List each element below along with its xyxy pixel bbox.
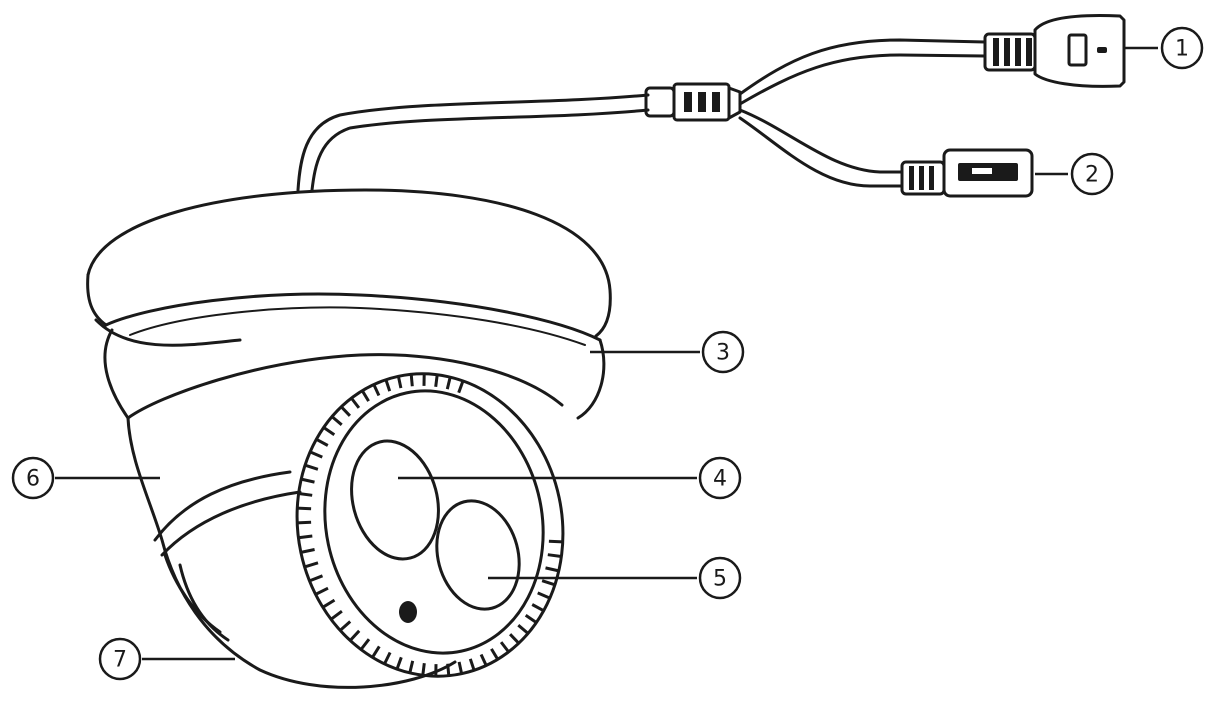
callout-7: 7 xyxy=(98,637,235,681)
serration-notch xyxy=(531,603,545,613)
serration-notch xyxy=(339,620,352,632)
serration-notch xyxy=(309,450,323,459)
serration-notch xyxy=(297,520,312,525)
cable-splitter xyxy=(644,82,742,122)
ir-sensor-dot xyxy=(399,601,417,623)
serration-notch xyxy=(457,380,465,394)
dome-housing xyxy=(86,188,612,420)
serration-notch xyxy=(547,553,562,558)
callout-3-label: 3 xyxy=(716,341,730,366)
serration-notch xyxy=(517,624,529,635)
lens-ring-serrations xyxy=(297,373,563,677)
serration-notch xyxy=(349,629,361,642)
serration-notch xyxy=(359,638,371,651)
serration-notch xyxy=(361,389,370,402)
serration-notch xyxy=(383,651,392,665)
callout-6-label: 6 xyxy=(26,467,40,492)
lens-window-lower xyxy=(435,499,521,611)
callout-7-label: 7 xyxy=(113,648,127,673)
serration-notch xyxy=(322,598,336,609)
serration-notch xyxy=(308,574,324,583)
serration-notch xyxy=(409,374,414,387)
serration-notch xyxy=(445,376,452,390)
serration-notch xyxy=(304,463,319,471)
serration-notch xyxy=(300,548,315,554)
lens-window-upper xyxy=(350,439,440,561)
serration-notch xyxy=(509,633,520,645)
serration-notch xyxy=(298,492,313,497)
network-connector xyxy=(983,14,1126,88)
serration-notch xyxy=(384,379,392,392)
callout-3: 3 xyxy=(590,330,745,374)
serration-notch xyxy=(490,648,499,661)
power-connector xyxy=(900,148,1034,198)
callout-1: 1 xyxy=(1124,26,1204,70)
serration-notch xyxy=(315,437,329,447)
serration-notch xyxy=(330,609,343,621)
serration-notch xyxy=(396,375,403,389)
serration-notch xyxy=(350,397,361,409)
serration-notch xyxy=(300,477,315,484)
camera-ball xyxy=(126,353,564,689)
serration-notch xyxy=(548,539,563,544)
branch-cables xyxy=(738,38,987,188)
serration-notch xyxy=(304,561,319,569)
serration-notch xyxy=(537,591,551,600)
serration-notch xyxy=(434,374,439,387)
serration-notch xyxy=(331,415,343,426)
serration-notch xyxy=(395,656,403,670)
serration-notch xyxy=(499,641,510,653)
serration-notch xyxy=(457,661,464,675)
serration-notch xyxy=(298,534,313,540)
serration-notch xyxy=(340,405,351,417)
serration-notch xyxy=(314,586,329,596)
serration-notch xyxy=(297,506,312,511)
serration-notch xyxy=(468,658,476,671)
serration-notch xyxy=(524,614,538,624)
serration-notch xyxy=(541,579,556,587)
serration-notch xyxy=(545,566,560,573)
callout-5-label: 5 xyxy=(713,567,727,592)
callout-6: 6 xyxy=(11,456,160,500)
callout-2: 2 xyxy=(1035,152,1114,196)
callout-4: 4 xyxy=(398,456,742,500)
serration-notch xyxy=(371,645,381,659)
camera-cable xyxy=(296,93,650,192)
lens-ring xyxy=(295,372,565,678)
callout-2-label: 2 xyxy=(1085,163,1099,188)
callout-1-label: 1 xyxy=(1175,37,1189,62)
serration-notch xyxy=(446,663,451,676)
callout-5: 5 xyxy=(488,556,742,600)
serration-notch xyxy=(421,663,426,676)
serration-notch xyxy=(322,426,336,436)
serration-notch xyxy=(479,653,488,667)
callout-4-label: 4 xyxy=(713,467,727,492)
serration-notch xyxy=(372,383,381,397)
serration-notch xyxy=(408,660,415,674)
